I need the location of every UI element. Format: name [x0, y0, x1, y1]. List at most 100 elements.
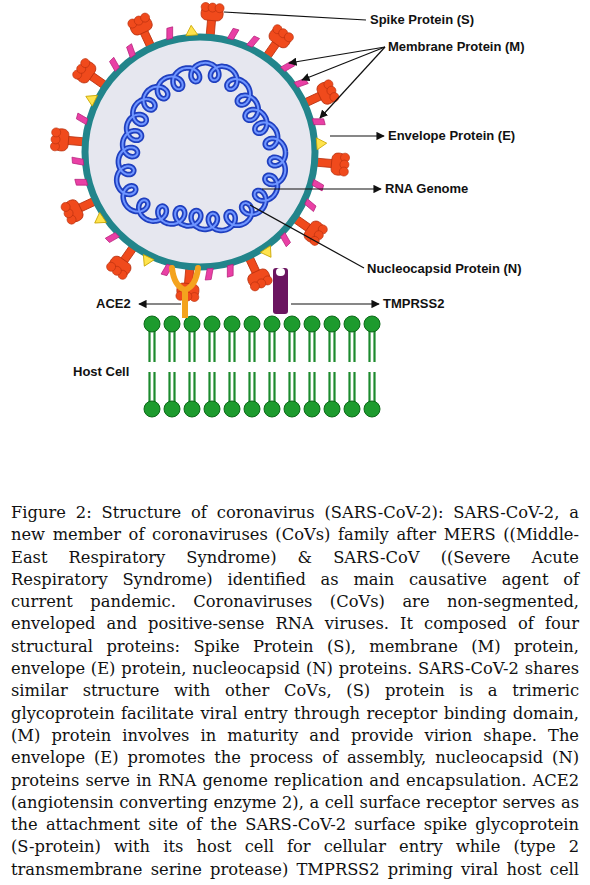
lipid-tail [348, 330, 350, 362]
membrane-protein [72, 156, 84, 166]
lipid-tail [233, 330, 235, 362]
lipid-tail [353, 372, 355, 402]
lipid-tail [228, 330, 230, 362]
lipid-tail [233, 372, 235, 402]
lipid-tail [273, 372, 275, 402]
lipid-tail [353, 330, 355, 362]
envelope-protein [139, 255, 154, 269]
lipid-tail [213, 372, 215, 402]
lipid-head [164, 316, 180, 332]
leader-line [302, 47, 385, 80]
lipid-tail [273, 330, 275, 362]
leader-line [139, 303, 181, 304]
membrane-protein [312, 116, 325, 128]
lipid-tail [208, 372, 210, 402]
part-label: Nucleocapsid Protein (N) [367, 261, 522, 277]
leader-line [291, 303, 379, 304]
membrane-protein [224, 264, 236, 277]
lipid-tail [328, 372, 330, 402]
lipid-tail [288, 372, 290, 402]
spike-lobe [79, 57, 92, 70]
lipid-head [264, 316, 280, 332]
membrane-protein [124, 44, 138, 58]
part-label: TMPRSS2 [383, 296, 444, 312]
lipid-tail [153, 372, 155, 402]
leader-line [250, 205, 364, 268]
lipid-tail [288, 330, 290, 362]
lipid-tail [268, 372, 270, 402]
lipid-head [164, 401, 180, 417]
spike-lobe [51, 128, 61, 138]
rna-highlight [117, 63, 286, 231]
lipid-tail [153, 330, 155, 362]
part-label: Envelope Protein (E) [388, 128, 515, 144]
membrane-protein [75, 176, 88, 188]
membrane-protein [304, 199, 318, 212]
spike-lobe [283, 31, 296, 44]
lipid-tail [333, 372, 335, 402]
lipid-head [324, 401, 340, 417]
lipid-head [324, 316, 340, 332]
part-label: Membrane Protein (M) [388, 39, 525, 55]
lipid-tail [148, 372, 150, 402]
lipid-tail [268, 330, 270, 362]
membrane-protein [278, 233, 292, 247]
lipid-tail [168, 330, 170, 362]
spike-lobe [60, 201, 72, 213]
lipid-head [184, 401, 200, 417]
spike-group [50, 2, 350, 302]
leader-line [289, 47, 385, 63]
lipid-head [344, 401, 360, 417]
lipid-tail [208, 330, 210, 362]
lipid-head [264, 401, 280, 417]
envelope-protein [185, 25, 198, 36]
lipid-tail [253, 372, 255, 402]
membrane-protein [281, 59, 295, 73]
lipid-tail [368, 330, 370, 362]
lipid-tail [228, 372, 230, 402]
lipid-tail [213, 330, 215, 362]
envelope-protein [83, 91, 97, 106]
lipid-tail [293, 372, 295, 402]
lipid-tail [313, 330, 315, 362]
lipid-tail [193, 330, 195, 362]
lipid-head [204, 401, 220, 417]
lipid-tail [348, 372, 350, 402]
lipid-tail [368, 372, 370, 402]
surface-protein-group [72, 25, 327, 280]
lipid-head [284, 316, 300, 332]
envelope-protein [91, 212, 106, 228]
part-label: ACE2 [96, 296, 131, 312]
lipid-tail [193, 372, 195, 402]
envelope-protein [316, 137, 327, 150]
ace2-receptor [172, 268, 198, 290]
membrane-protein [247, 35, 260, 49]
lipid-tail [248, 372, 250, 402]
lipid-head [244, 401, 260, 417]
rna-genome [117, 63, 286, 231]
part-label: Spike Protein (S) [370, 12, 474, 28]
membrane-protein [76, 113, 89, 125]
lipid-tail [188, 372, 190, 402]
lipid-tail [173, 330, 175, 362]
leader-line [224, 12, 366, 20]
lipid-tail [253, 330, 255, 362]
figure-caption: Figure 2: Structure of coronavirus (SARS… [11, 502, 579, 885]
spike-lobe [339, 167, 349, 177]
lipid-head [364, 401, 380, 417]
membrane-protein [105, 230, 119, 244]
leader-line [330, 135, 384, 136]
lipid-head [304, 401, 320, 417]
lipid-head [244, 316, 260, 332]
lipid-tail [293, 330, 295, 362]
lipid-tail [333, 330, 335, 362]
membrane-protein [204, 268, 214, 280]
part-label: Host Cell [73, 364, 129, 380]
spike-lobe [105, 260, 118, 273]
lipid-tail [373, 330, 375, 362]
viral-envelope [85, 37, 315, 267]
lipid-head [344, 316, 360, 332]
lipid-tail [308, 330, 310, 362]
lipid-head [204, 316, 220, 332]
